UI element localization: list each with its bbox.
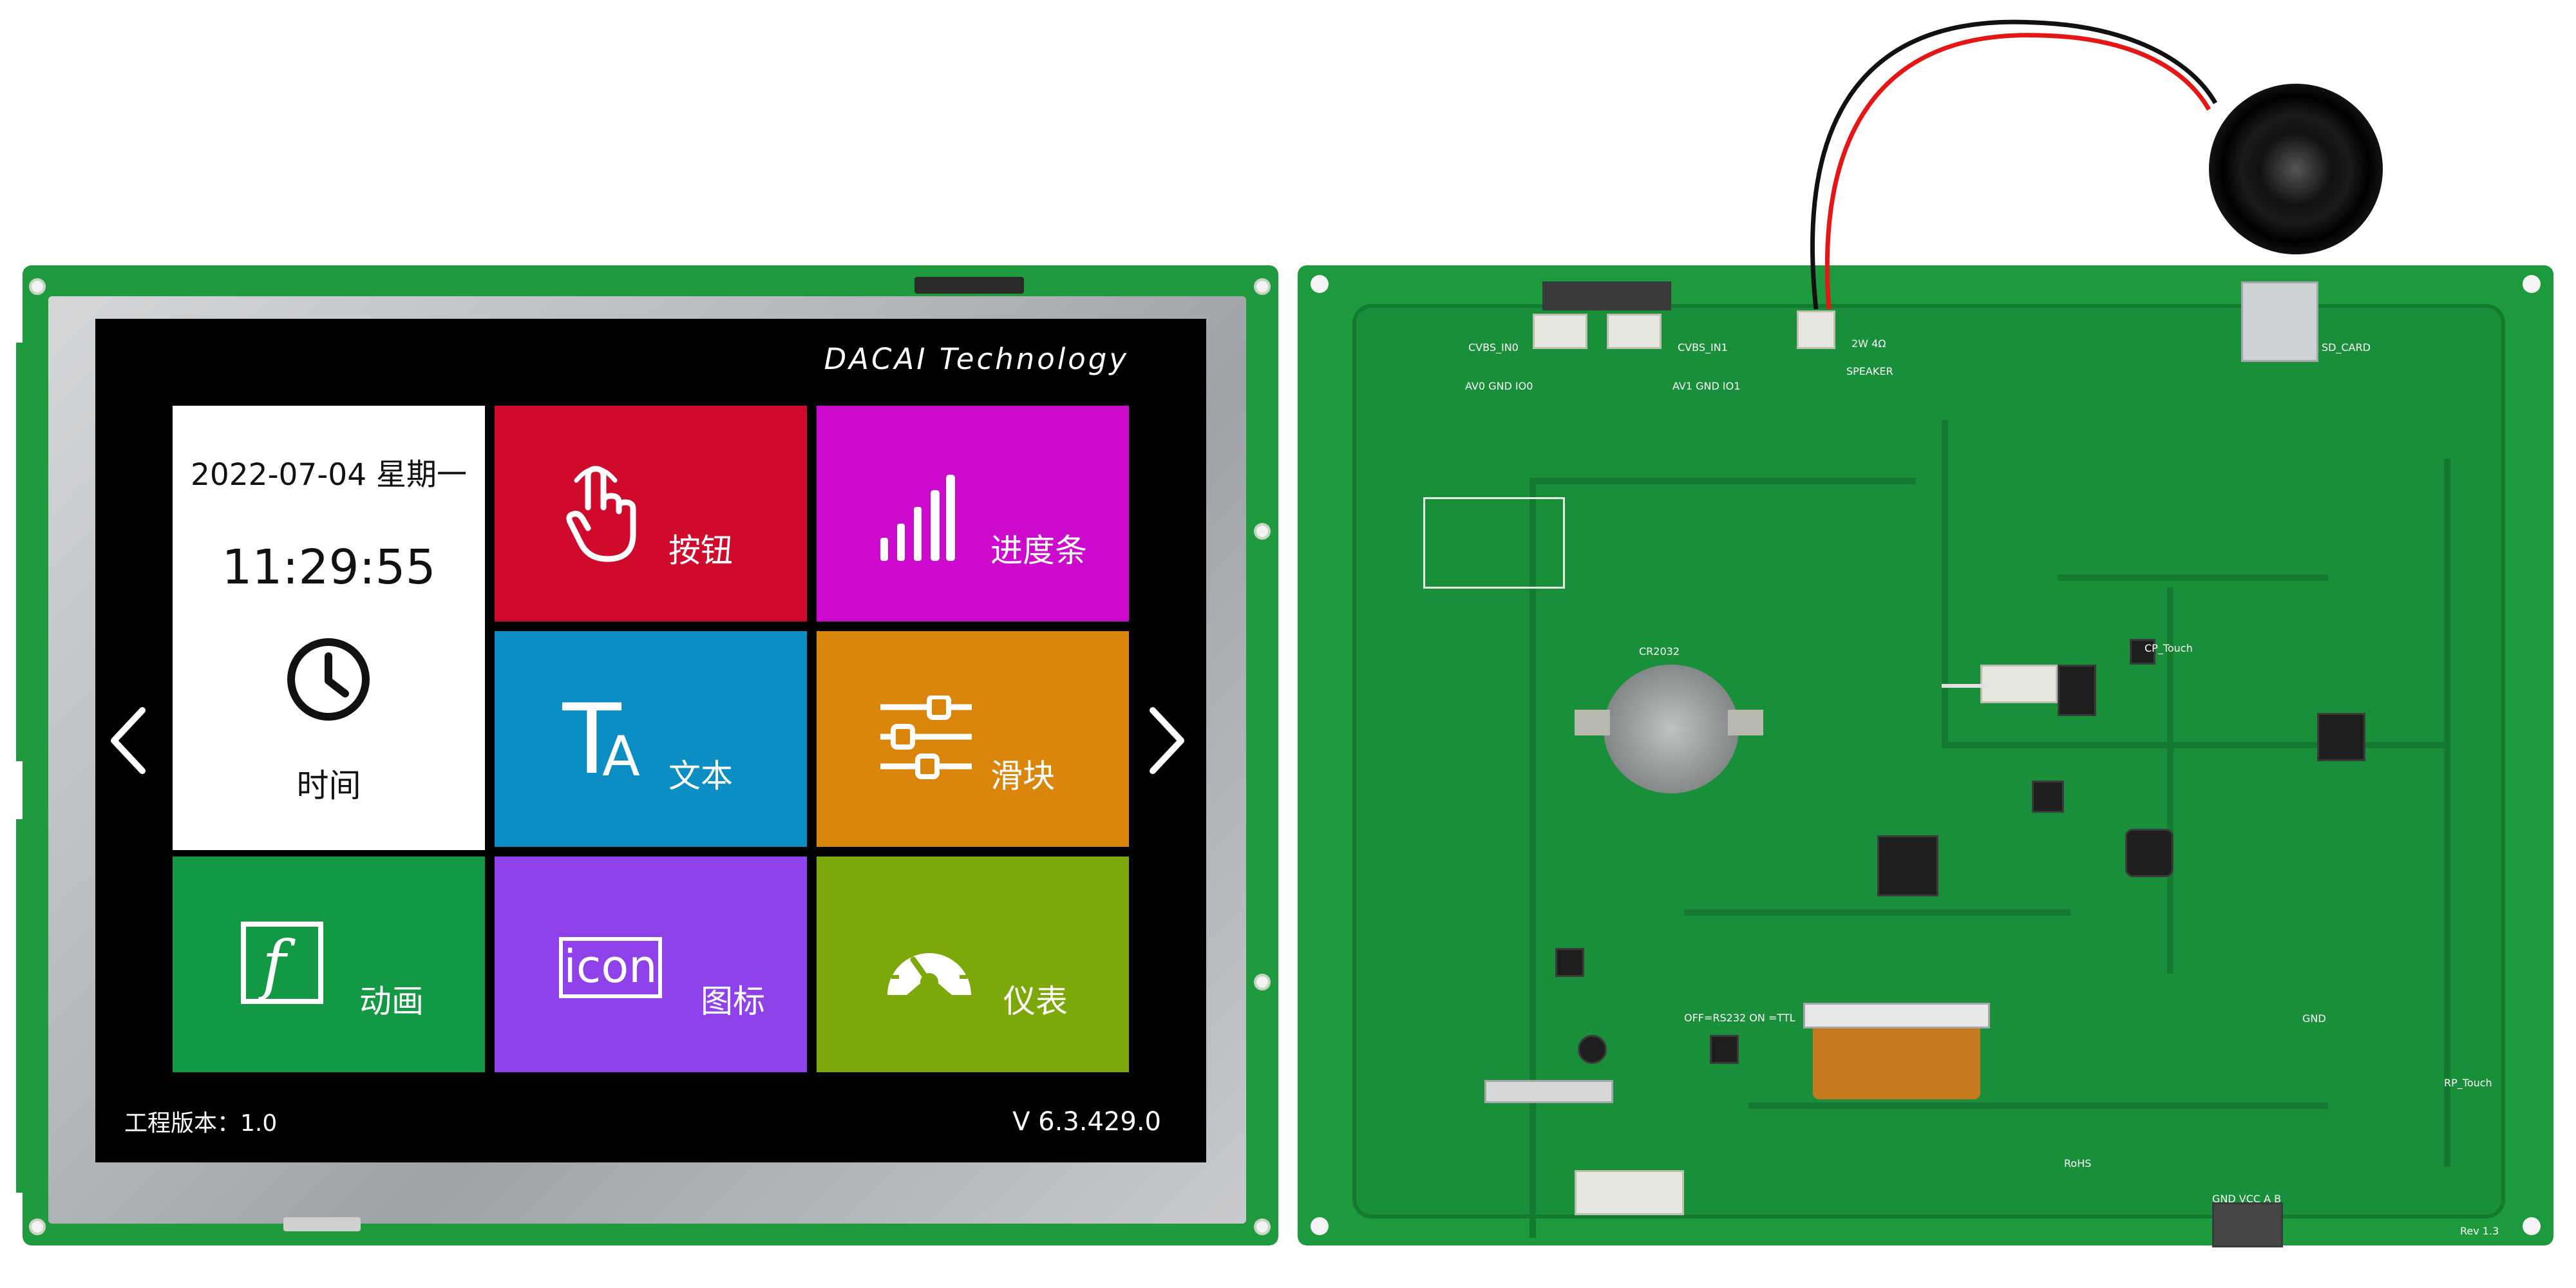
label-gnd: GND bbox=[2302, 1012, 2326, 1025]
bottom-header-pins bbox=[283, 1217, 361, 1231]
label-speaker: SPEAKER bbox=[1846, 365, 1893, 377]
tile-icon[interactable]: icon 图标 bbox=[495, 857, 807, 1072]
gauge-icon bbox=[887, 938, 971, 995]
chevron-right-icon[interactable] bbox=[1145, 705, 1190, 776]
flash-icon: f bbox=[241, 922, 323, 1004]
label-cvbs-in1: CVBS_IN1 bbox=[1678, 341, 1728, 354]
main-mcu-chip bbox=[1877, 835, 1938, 896]
ic-mid-small bbox=[2032, 781, 2064, 813]
fpc-ribbon bbox=[1813, 1028, 1980, 1099]
coin-cell-tab-left bbox=[1575, 710, 1610, 735]
pcb-back-board: CVBS_IN0 CVBS_IN1 AV0 GND IO0 AV1 GND IO… bbox=[1298, 265, 2553, 1247]
tile-slider-label: 滑块 bbox=[990, 757, 1055, 795]
ic-power bbox=[1710, 1035, 1739, 1064]
sliders-icon bbox=[880, 696, 972, 779]
top-header-pins bbox=[914, 277, 1024, 294]
top-header bbox=[1542, 281, 1671, 310]
tile-meter[interactable]: 仪表 bbox=[817, 857, 1129, 1072]
tile-text-label: 文本 bbox=[668, 757, 733, 795]
label-speaker-spec: 2W 4Ω bbox=[1852, 337, 1886, 350]
tile-progress-label: 进度条 bbox=[990, 532, 1087, 569]
label-uart: OFF=RS232 ON =TTL bbox=[1684, 1012, 1795, 1024]
label-rohs: RoHS bbox=[2064, 1157, 2092, 1170]
tile-icon-label: 图标 bbox=[701, 983, 765, 1020]
ic-top-right bbox=[2317, 713, 2365, 761]
label-av0: AV0 GND IO0 bbox=[1465, 380, 1533, 392]
speaker-connector bbox=[1797, 310, 1835, 349]
cvbs-in0-connector bbox=[1533, 314, 1587, 349]
tile-time[interactable]: 2022-07-04 星期一 11:29:55 时间 bbox=[173, 406, 485, 850]
tile-time-label: 时间 bbox=[296, 767, 361, 804]
tile-slider[interactable]: 滑块 bbox=[817, 631, 1129, 847]
signal-bars-icon bbox=[880, 475, 955, 561]
date-text: 2022-07-04 星期一 bbox=[190, 457, 468, 493]
time-text: 11:29:55 bbox=[222, 540, 436, 595]
label-cp-touch: CP_Touch bbox=[2145, 642, 2193, 654]
qc-sticker-outline bbox=[1423, 497, 1565, 589]
ic-right-square bbox=[2125, 829, 2174, 877]
internal-cable-plug bbox=[1980, 665, 2058, 703]
label-cvbs-in0: CVBS_IN0 bbox=[1468, 341, 1519, 354]
cvbs-in1-connector bbox=[1607, 314, 1662, 349]
project-version-text: 工程版本：1.0 bbox=[124, 1110, 278, 1137]
label-sd-card: SD_CARD bbox=[2322, 341, 2371, 354]
touch-screen: DACAI Technology 2022-07-04 星期一 11:29:55… bbox=[95, 319, 1206, 1162]
text-ta-icon: T A bbox=[562, 696, 640, 786]
chevron-left-icon[interactable] bbox=[105, 705, 150, 776]
tile-meter-label: 仪表 bbox=[1003, 983, 1068, 1020]
firmware-version-text: V 6.3.429.0 bbox=[1012, 1107, 1161, 1137]
tile-button[interactable]: 按钮 bbox=[495, 406, 807, 621]
speaker bbox=[2209, 84, 2383, 254]
label-gnd-vcc: GND VCC A B bbox=[2212, 1193, 2282, 1205]
icon-text-icon: icon bbox=[559, 937, 662, 998]
coin-cell-holder bbox=[1604, 665, 1739, 793]
label-cr2032: CR2032 bbox=[1639, 645, 1680, 658]
svg-text:f: f bbox=[258, 927, 296, 1002]
mount-hole-bl bbox=[1311, 1217, 1329, 1235]
svg-text:A: A bbox=[602, 724, 640, 786]
mount-hole-tr bbox=[2523, 275, 2541, 293]
clock-icon bbox=[287, 638, 370, 721]
bottom-connector bbox=[1575, 1170, 1684, 1215]
tile-animation[interactable]: f 动画 bbox=[173, 857, 485, 1072]
internal-cable-wire bbox=[1942, 684, 1987, 688]
label-av1: AV1 GND IO1 bbox=[1672, 380, 1741, 392]
label-rev: Rev 1.3 bbox=[2460, 1225, 2499, 1237]
sd-card-slot bbox=[2241, 281, 2318, 362]
coin-cell-tab-right bbox=[1728, 710, 1763, 735]
svg-text:T: T bbox=[562, 696, 622, 786]
bottom-header-left bbox=[1484, 1080, 1613, 1103]
tile-button-label: 按钮 bbox=[668, 532, 733, 569]
mount-hole-tl bbox=[1311, 275, 1329, 293]
ic-small-top bbox=[2130, 639, 2155, 665]
speaker-wires bbox=[1810, 19, 2218, 310]
brand-title: DACAI Technology bbox=[824, 342, 1129, 376]
label-rp-touch: RP_Touch bbox=[2444, 1077, 2492, 1089]
mount-hole-br bbox=[2523, 1217, 2541, 1235]
ic-cp-touch bbox=[2058, 665, 2096, 716]
inductor-mid bbox=[1578, 1035, 1607, 1064]
touch-hand-icon bbox=[566, 466, 636, 562]
rs485-terminal bbox=[2212, 1202, 2283, 1247]
fpc-connector bbox=[1803, 1003, 1990, 1028]
tile-text[interactable]: T A 文本 bbox=[495, 631, 807, 847]
tile-progress[interactable]: 进度条 bbox=[817, 406, 1129, 621]
inductor-left bbox=[1555, 948, 1584, 977]
tile-animation-label: 动画 bbox=[359, 983, 424, 1020]
